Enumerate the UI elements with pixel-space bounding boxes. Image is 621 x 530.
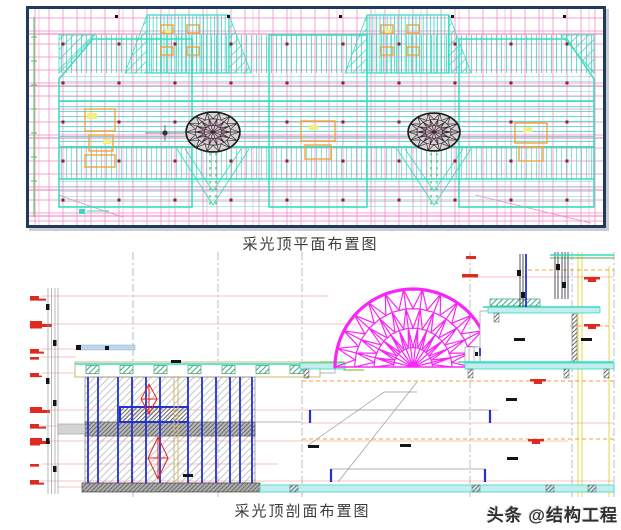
- reference-target-icon: [145, 125, 185, 141]
- dome-lattice: [407, 113, 461, 151]
- section-wall-block: [57, 376, 256, 484]
- section-left-line-cluster: [47, 288, 59, 494]
- dome-outline: [407, 112, 461, 152]
- plan-green-markers: [31, 17, 438, 217]
- plan-drawing-frame: [26, 6, 606, 228]
- section-floor-slabs: [81, 362, 615, 493]
- dome-outline: [185, 111, 241, 153]
- section-right-structure: [458, 252, 615, 379]
- section-escalator-lines: [306, 381, 418, 483]
- plan-caption: 采光顶平面布置图: [242, 236, 379, 253]
- section-drawing: [30, 252, 615, 497]
- section-brace-lenses: [140, 382, 169, 481]
- plan-dome-left: [185, 111, 241, 153]
- section-roof-beam: [74, 361, 364, 378]
- watermark: 头条 @结构工程: [486, 506, 618, 525]
- dome-lattice: [185, 112, 241, 152]
- section-gridlines: [132, 252, 615, 497]
- plan-drawing: [29, 9, 603, 225]
- plan-dome-right: [407, 112, 461, 152]
- dome-lattice: [334, 289, 492, 368]
- plan-grid-nodes: [57, 15, 599, 207]
- section-caption: 采光顶剖面布置图: [234, 503, 371, 520]
